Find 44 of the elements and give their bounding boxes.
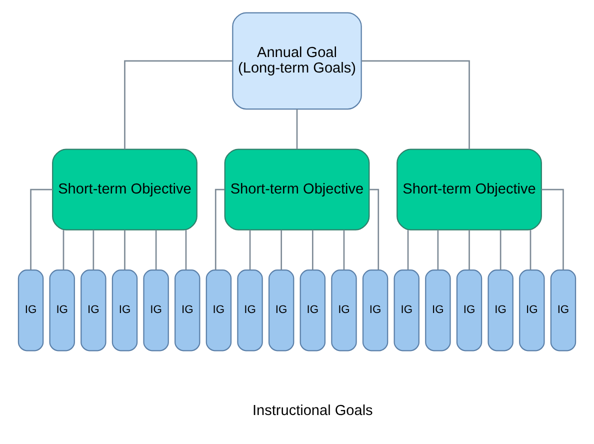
node-box: IG — [362, 270, 388, 352]
connector — [124, 60, 232, 150]
connector — [92, 230, 94, 270]
connector — [530, 230, 532, 270]
connector — [437, 230, 439, 270]
connector — [280, 230, 282, 270]
node-box: IG — [268, 270, 294, 352]
node-box: Short-term Objective — [52, 148, 198, 230]
node-box: IG — [394, 270, 420, 352]
connector — [369, 188, 380, 270]
connector — [343, 230, 345, 270]
node-box: IG — [80, 270, 106, 352]
connector — [362, 60, 470, 150]
node-box: IG — [112, 270, 138, 352]
label: Instructional Goals — [252, 402, 373, 419]
connector — [249, 230, 251, 270]
connector — [468, 230, 470, 270]
connector — [296, 109, 298, 150]
connector — [62, 230, 64, 270]
connector — [30, 188, 53, 270]
node-box: IG — [300, 270, 326, 352]
node-box: IG — [331, 270, 357, 352]
node-box: IG — [143, 270, 169, 352]
node-box: Annual Goal (Long-term Goals) — [232, 12, 362, 110]
node-box: IG — [488, 270, 514, 352]
connector — [214, 188, 225, 270]
node-box: Short-term Objective — [224, 148, 370, 230]
node-box: IG — [18, 270, 44, 352]
connector — [407, 230, 409, 270]
connector — [185, 230, 187, 270]
node-box: IG — [237, 270, 263, 352]
connector — [124, 230, 126, 270]
connector — [312, 230, 314, 270]
node-box: IG — [206, 270, 232, 352]
node-box: IG — [550, 270, 576, 352]
connector — [541, 188, 564, 270]
node-box: IG — [519, 270, 545, 352]
connector — [155, 230, 157, 270]
node-box: IG — [456, 270, 482, 352]
node-box: IG — [174, 270, 200, 352]
connector — [500, 230, 502, 270]
node-box: IG — [49, 270, 75, 352]
node-box: Short-term Objective — [396, 148, 542, 230]
node-box: IG — [425, 270, 451, 352]
